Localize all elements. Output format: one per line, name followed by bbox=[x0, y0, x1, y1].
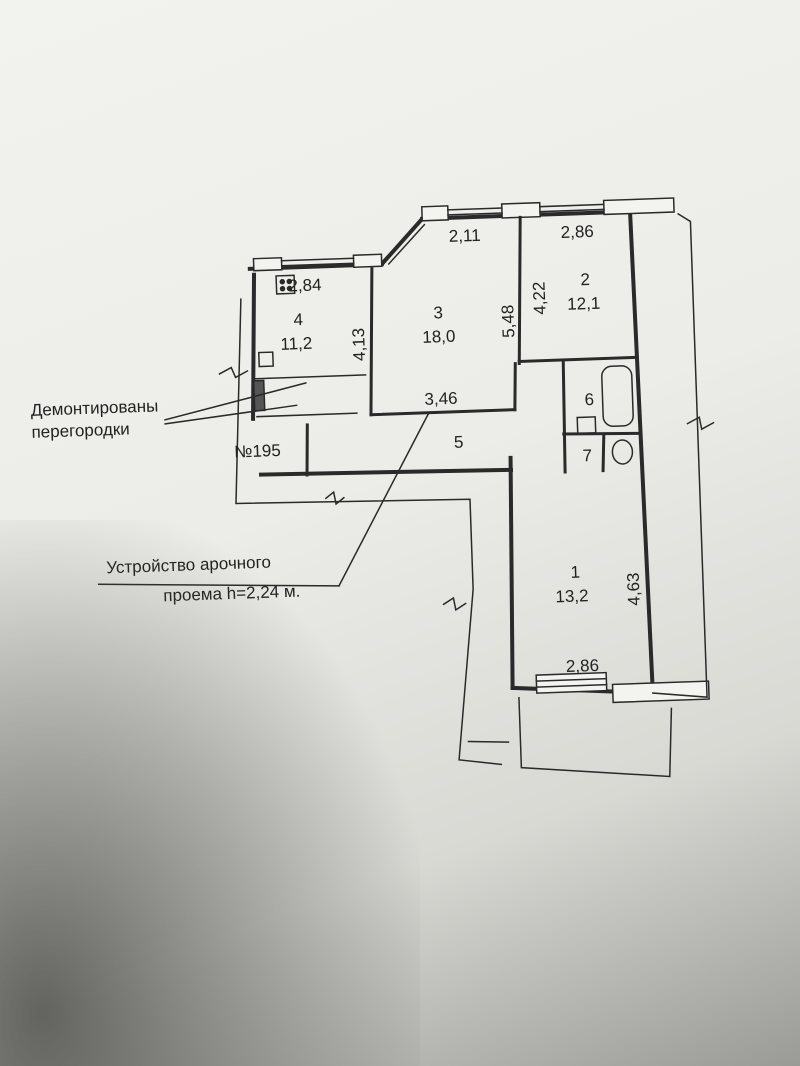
kitchen-width-label: 2,84 bbox=[288, 275, 322, 295]
windows bbox=[252, 197, 710, 704]
room2-width-label: 2,86 bbox=[560, 222, 594, 242]
kitchen-height-label: 4,13 bbox=[349, 328, 369, 362]
room1-area: 13,2 bbox=[555, 586, 589, 606]
room1-width-label: 2,86 bbox=[566, 656, 600, 676]
room3-bottom-label: 3,46 bbox=[424, 389, 458, 409]
room3-height-label: 5,48 bbox=[498, 304, 518, 338]
room2-height-label: 4,22 bbox=[529, 281, 549, 315]
bath-fixtures bbox=[576, 365, 634, 465]
apartment-number: №195 bbox=[234, 441, 281, 462]
room4-area: 11,2 bbox=[280, 334, 312, 354]
room3-top-label: 2,11 bbox=[448, 226, 480, 246]
room4-number: 4 bbox=[293, 310, 303, 329]
room6-number: 6 bbox=[584, 390, 594, 409]
arch-note-line2: проема h=2,24 м. bbox=[163, 582, 301, 606]
removed-partitions-note-line1: Демонтированы bbox=[30, 396, 158, 419]
room1-number: 1 bbox=[570, 563, 580, 582]
hatched-partition bbox=[252, 274, 296, 412]
interior-walls bbox=[254, 215, 642, 477]
arch-note-line1: Устройство арочного bbox=[106, 553, 271, 578]
break-marks bbox=[218, 366, 715, 612]
building-outline bbox=[235, 212, 708, 778]
room3-number: 3 bbox=[433, 303, 443, 322]
room2-number: 2 bbox=[580, 270, 590, 289]
room2-area: 12,1 bbox=[567, 294, 601, 314]
room7-number: 7 bbox=[582, 446, 592, 465]
room3-area: 18,0 bbox=[422, 327, 456, 347]
room1-height-label: 4,63 bbox=[624, 572, 644, 606]
removed-partitions-note-line2: перегородки bbox=[31, 419, 130, 441]
room5-number: 5 bbox=[454, 433, 464, 452]
